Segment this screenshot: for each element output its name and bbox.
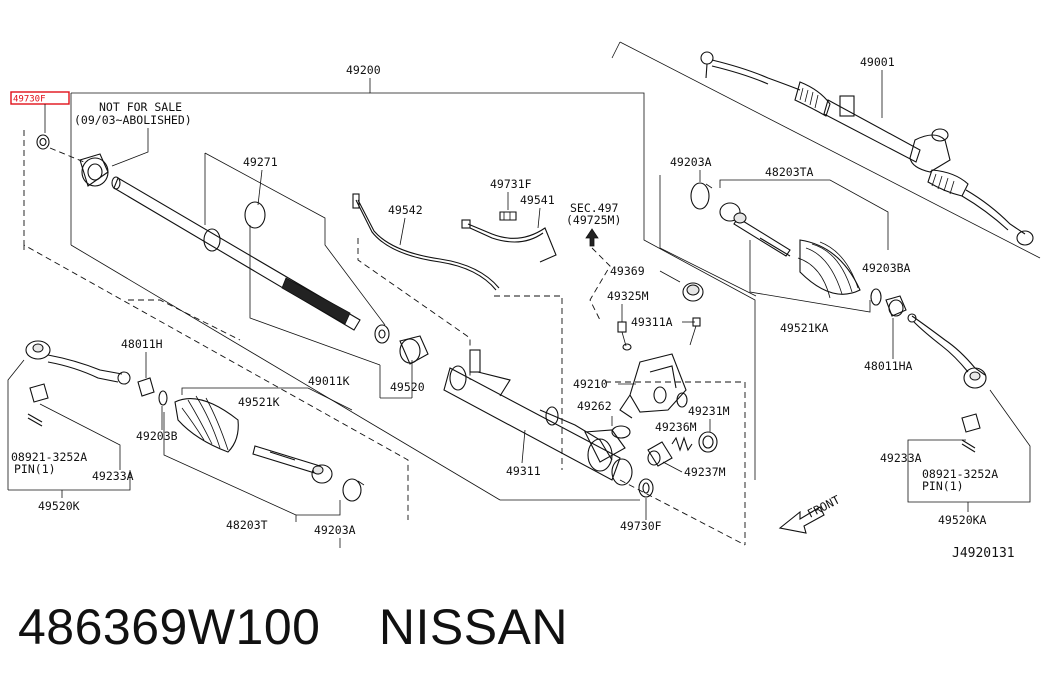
caption-brand: NISSAN: [378, 599, 569, 655]
part-49520-seal: [374, 324, 429, 365]
part-bush-not-for-sale: [79, 153, 109, 187]
part-label-49369[interactable]: 49369: [610, 264, 645, 278]
part-49730f-ring: [36, 134, 50, 150]
part-pin-right: [961, 439, 976, 453]
part-49203ba-clip: [870, 288, 882, 306]
part-49203b-clip: [158, 390, 168, 406]
part-label-49542[interactable]: 49542: [388, 203, 423, 217]
part-label-49210[interactable]: 49210: [573, 377, 608, 391]
highlight-label-box: [10, 91, 70, 105]
part-49311a-bolt: [689, 317, 701, 346]
part-49233a-nut-right: [961, 413, 981, 433]
part-label-48203ta[interactable]: 48203TA: [765, 165, 814, 179]
part-49233a-nut-left: [29, 383, 49, 403]
part-49203a-clip-left: [342, 478, 365, 502]
part-48011h-nut: [137, 377, 155, 397]
part-label-49311a[interactable]: 49311A: [631, 315, 673, 329]
part-label-49203a-left[interactable]: 49203A: [314, 523, 356, 537]
part-label-49262[interactable]: 49262: [577, 399, 612, 413]
note-sec-49725m: (49725M): [566, 213, 621, 227]
part-rack-housing-49311: [443, 349, 633, 486]
caption: 486369W100 NISSAN: [18, 598, 568, 658]
front-arrow: [778, 506, 825, 534]
part-label-49521ka[interactable]: 49521KA: [780, 321, 829, 335]
part-label-49203b[interactable]: 49203B: [136, 429, 178, 443]
part-inner-tie-rod-left: [252, 445, 333, 484]
part-rack-assembly-49001: [700, 51, 1034, 246]
part-label-pin-left: PIN(1): [14, 462, 56, 476]
diagram-code: J4920131: [952, 546, 1015, 561]
part-label-49271[interactable]: 49271: [243, 155, 278, 169]
part-label-49203a-right[interactable]: 49203A: [670, 155, 712, 169]
caption-part-number: 486369W100: [18, 599, 321, 655]
part-pin-left: [27, 413, 43, 427]
part-49271-oring: [244, 201, 266, 229]
part-label-pin-right: PIN(1): [922, 479, 964, 493]
highlight-label[interactable]: 49730F: [13, 95, 46, 105]
part-label-49203ba[interactable]: 49203BA: [862, 261, 911, 275]
part-label-49520ka[interactable]: 49520KA: [938, 513, 987, 527]
part-label-49233a-right[interactable]: 49233A: [880, 451, 922, 465]
part-label-08921-right[interactable]: 08921-3252A: [922, 467, 998, 481]
part-label-49236m[interactable]: 49236M: [655, 420, 697, 434]
part-49262-oring: [611, 425, 631, 439]
part-label-48011ha[interactable]: 48011HA: [864, 359, 913, 373]
part-label-48011h[interactable]: 48011H: [121, 337, 163, 351]
part-label-49011k[interactable]: 49011K: [308, 374, 350, 388]
part-label-49521k[interactable]: 49521K: [238, 395, 280, 409]
part-boot-left: [174, 395, 239, 453]
part-48011ha-nut: [885, 295, 907, 317]
part-label-49520[interactable]: 49520: [390, 380, 425, 394]
part-valve-housing-49210: [619, 353, 688, 419]
part-label-49730f[interactable]: 49730F: [620, 519, 662, 533]
part-49236m-spring: [671, 436, 693, 452]
part-label-49200[interactable]: 49200: [346, 63, 381, 77]
part-label-49311[interactable]: 49311: [506, 464, 541, 478]
part-label-49731f[interactable]: 49731F: [490, 177, 532, 191]
part-outer-tie-rod-right: [907, 313, 987, 389]
part-rack-bar: [111, 176, 361, 331]
front-label: FRONT: [805, 492, 842, 520]
part-label-49237m[interactable]: 49237M: [684, 465, 726, 479]
part-label-49233a-left[interactable]: 49233A: [92, 469, 134, 483]
part-label-49001[interactable]: 49001: [860, 55, 895, 69]
part-hydraulic-line-49541: [461, 219, 557, 263]
note-abolished: (09/03~ABOLISHED): [74, 113, 192, 127]
part-49231m-seal: [698, 431, 718, 453]
part-49730f-ring-lower: [638, 478, 654, 498]
part-label-49325m[interactable]: 49325M: [607, 289, 649, 303]
part-clip-49731f: [499, 211, 517, 221]
part-hydraulic-line-49542: [352, 193, 500, 291]
part-49237m-plug: [647, 441, 673, 467]
part-49369-cap: [682, 282, 704, 302]
part-49203a-clip-right: [690, 182, 713, 210]
note-not-for-sale: NOT FOR SALE: [99, 100, 182, 114]
part-label-08921-left[interactable]: 08921-3252A: [11, 450, 87, 464]
part-label-48203t[interactable]: 48203T: [226, 518, 268, 532]
part-label-49520k[interactable]: 49520K: [38, 499, 80, 513]
part-49325m-bolt: [617, 321, 632, 351]
part-outer-tie-rod-left: [25, 340, 131, 385]
part-boot-49203ba: [797, 239, 861, 299]
note-sec-497[interactable]: SEC.497: [570, 201, 619, 215]
part-label-49231m[interactable]: 49231M: [688, 404, 730, 418]
part-inner-tie-rod-right: [719, 202, 791, 257]
part-label-49541[interactable]: 49541: [520, 193, 555, 207]
